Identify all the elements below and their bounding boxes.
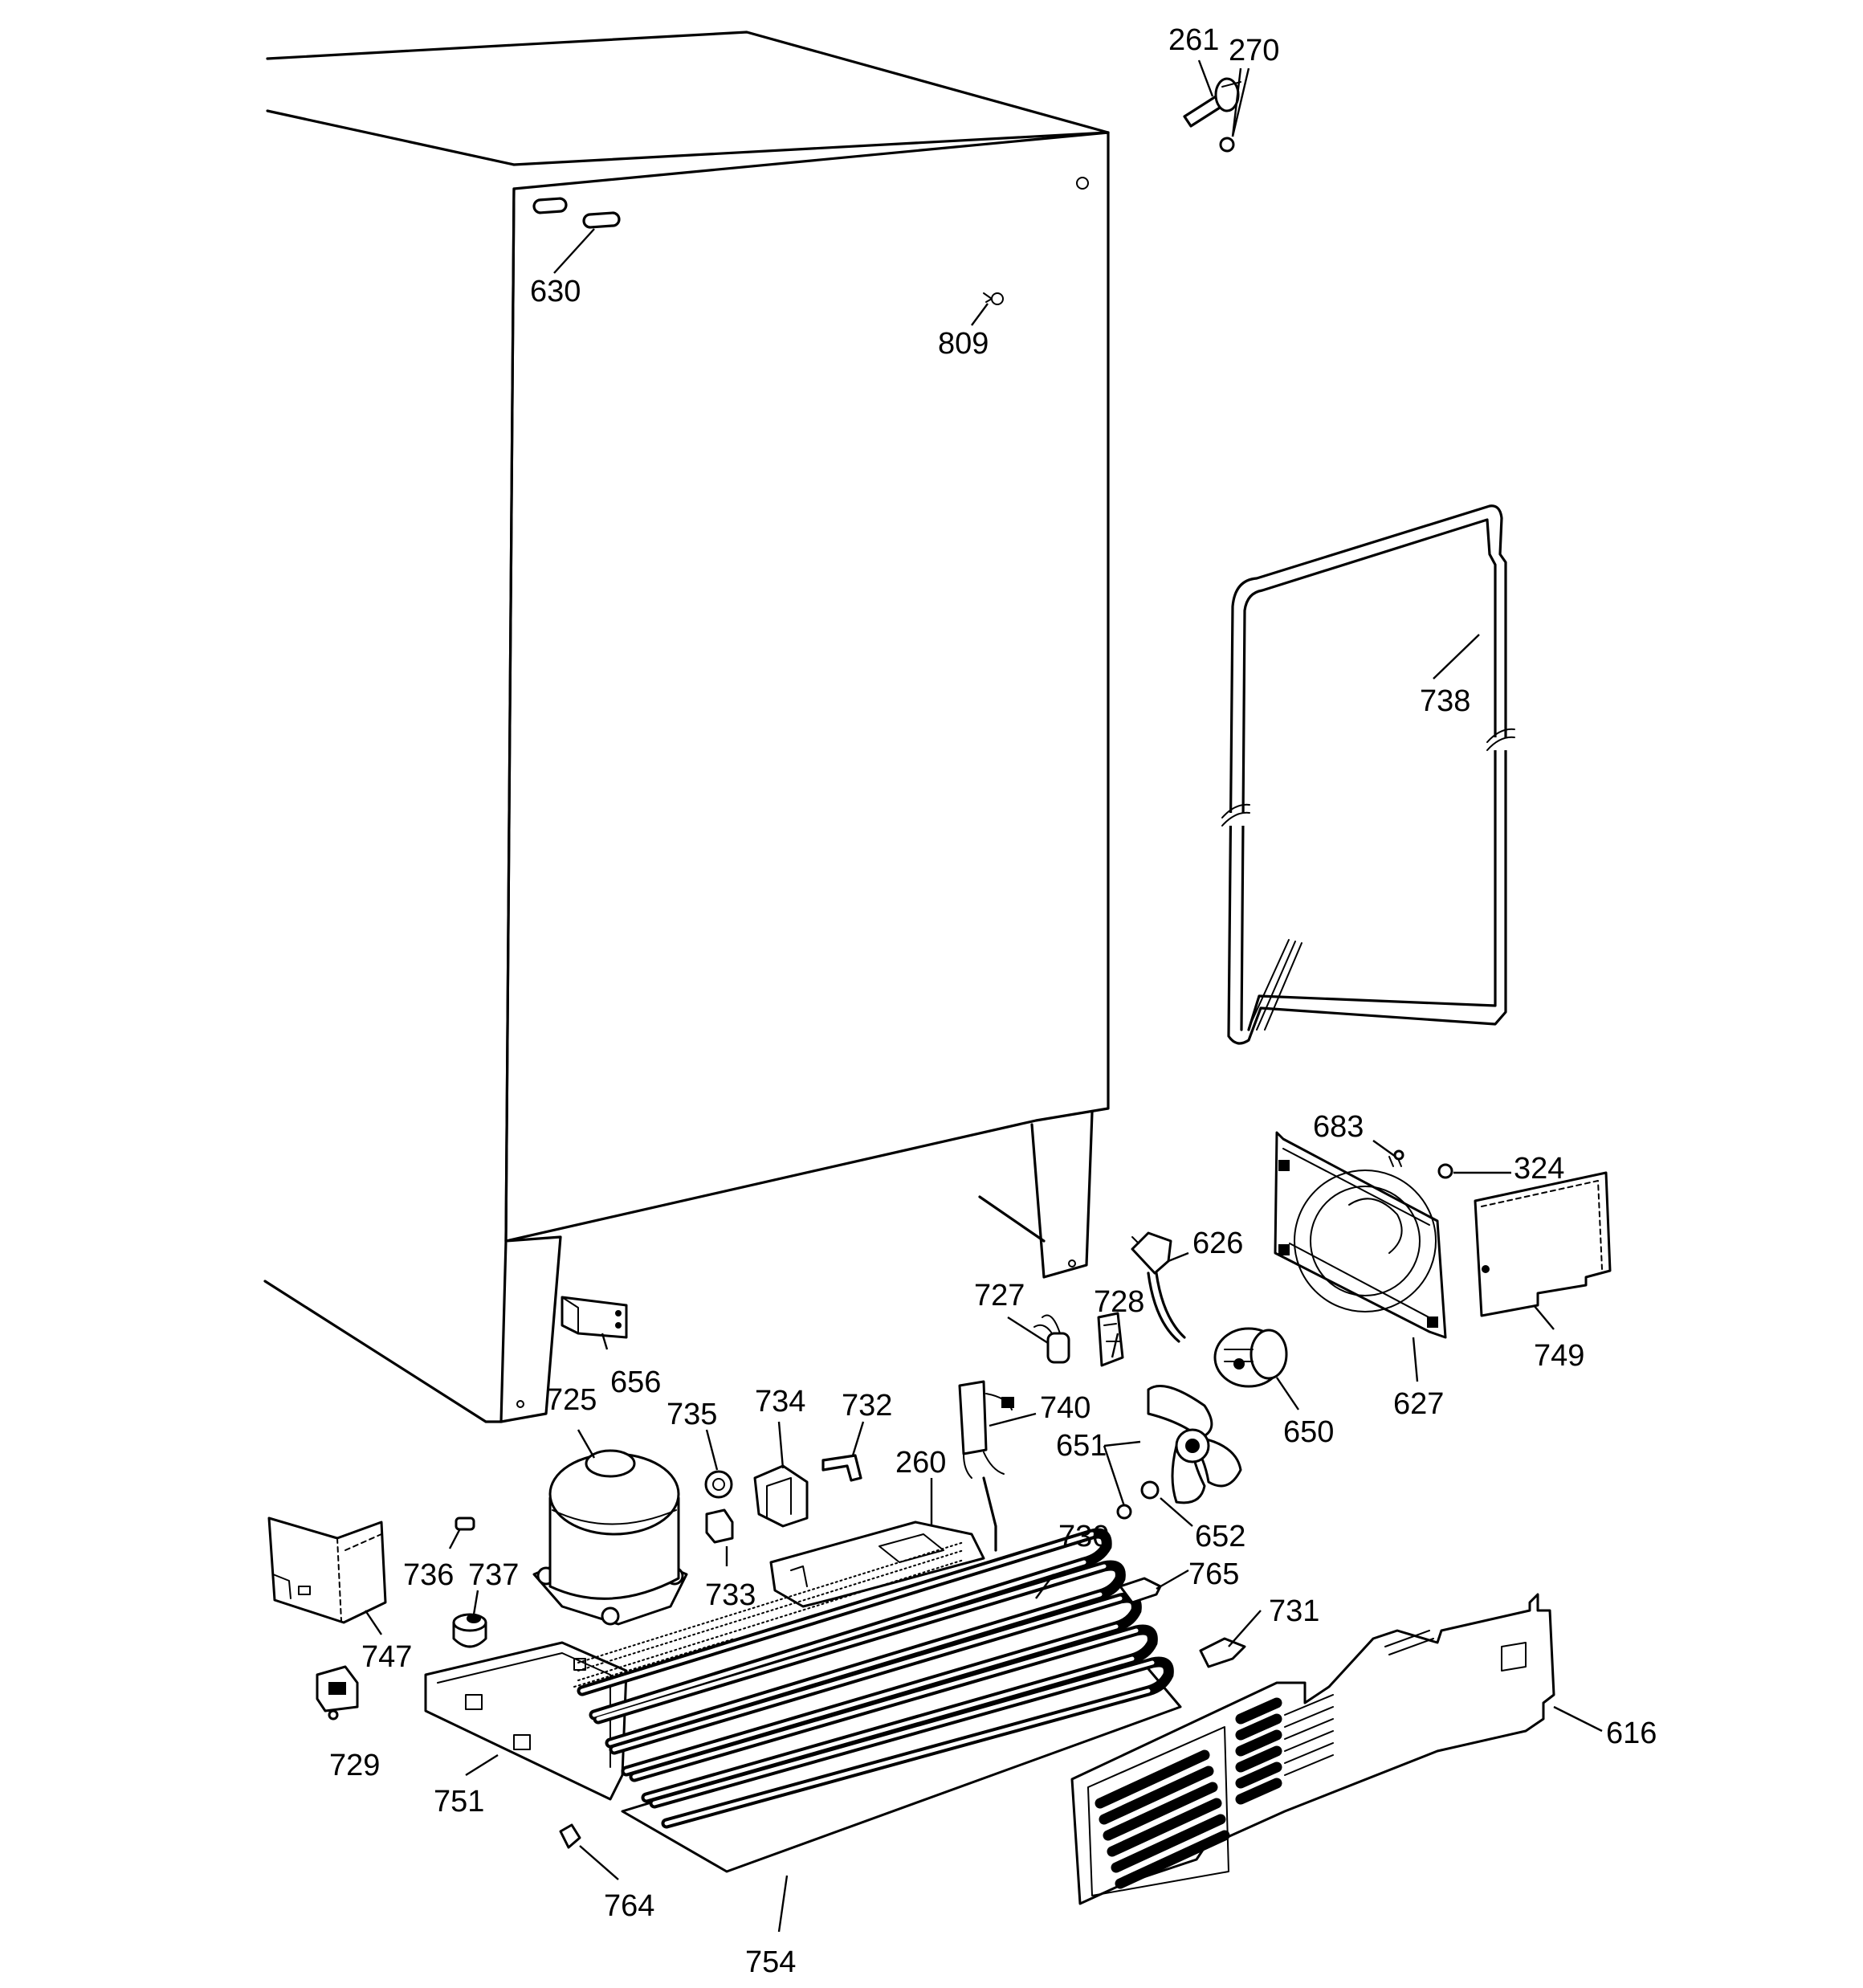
label-751: 751 — [434, 1785, 484, 1819]
grille-slots — [1095, 1694, 1334, 1889]
label-809: 809 — [938, 327, 989, 361]
screw — [1437, 1163, 1453, 1179]
bushing — [452, 1613, 487, 1648]
hot-gas-loop — [1221, 504, 1515, 1045]
label-732: 732 — [842, 1389, 892, 1423]
washer — [1140, 1480, 1160, 1500]
label-683: 683 — [1313, 1110, 1364, 1144]
label-740: 740 — [1040, 1391, 1090, 1425]
label-730: 730 — [1058, 1520, 1109, 1553]
label-650: 650 — [1283, 1415, 1334, 1449]
overload-relay — [316, 1665, 359, 1721]
label-728: 728 — [1094, 1285, 1144, 1319]
label-738: 738 — [1420, 684, 1470, 718]
label-737: 737 — [468, 1558, 519, 1592]
compressor-cover — [267, 1517, 387, 1624]
label-764: 764 — [604, 1889, 654, 1923]
cabinet — [263, 31, 1110, 1423]
label-749: 749 — [1534, 1339, 1584, 1373]
label-652: 652 — [1195, 1520, 1245, 1553]
clip — [1199, 1637, 1246, 1668]
label-729: 729 — [329, 1749, 380, 1782]
fan-motor — [1213, 1327, 1288, 1388]
power-cord — [1131, 1231, 1186, 1343]
relay-parts — [705, 1454, 862, 1544]
condenser-coils — [573, 1476, 1174, 1829]
label-727: 727 — [974, 1279, 1025, 1312]
label-734: 734 — [755, 1385, 805, 1419]
cover-panel — [1474, 1171, 1612, 1317]
label-725: 725 — [546, 1383, 597, 1417]
base-pan — [424, 1641, 628, 1801]
grommet — [704, 1470, 733, 1499]
defrost-parts — [958, 1312, 1124, 1479]
label-754: 754 — [745, 1945, 796, 1979]
part-labels: 261 270 630 809 738 683 324 626 627 749 … — [329, 23, 1657, 1979]
drain-pan — [769, 1521, 985, 1608]
clip — [455, 1517, 475, 1531]
grommet-hole — [712, 1478, 725, 1491]
label-324: 324 — [1514, 1152, 1564, 1186]
nut — [1116, 1504, 1132, 1520]
clip — [1119, 1577, 1162, 1604]
compressor — [532, 1449, 688, 1626]
mounting-bracket — [561, 1296, 628, 1339]
fan-shroud — [1274, 1131, 1447, 1339]
hinge-pin — [1183, 77, 1241, 153]
fan-blade — [1147, 1385, 1242, 1504]
label-731: 731 — [1269, 1594, 1319, 1628]
screw — [1393, 1149, 1404, 1161]
clip — [559, 1823, 581, 1849]
label-627: 627 — [1393, 1387, 1444, 1421]
label-261: 261 — [1168, 23, 1219, 57]
rear-grille — [1070, 1593, 1555, 1905]
label-260: 260 — [895, 1446, 946, 1480]
label-626: 626 — [1192, 1227, 1243, 1260]
label-270: 270 — [1229, 34, 1279, 67]
label-736: 736 — [403, 1558, 454, 1592]
label-651: 651 — [1056, 1429, 1107, 1463]
label-747: 747 — [361, 1640, 412, 1674]
label-735: 735 — [667, 1398, 717, 1431]
leader-lines — [365, 59, 1603, 1933]
label-765: 765 — [1188, 1557, 1239, 1591]
label-616: 616 — [1606, 1717, 1657, 1750]
label-656: 656 — [610, 1365, 661, 1399]
label-630: 630 — [530, 275, 581, 308]
label-733: 733 — [705, 1578, 756, 1612]
